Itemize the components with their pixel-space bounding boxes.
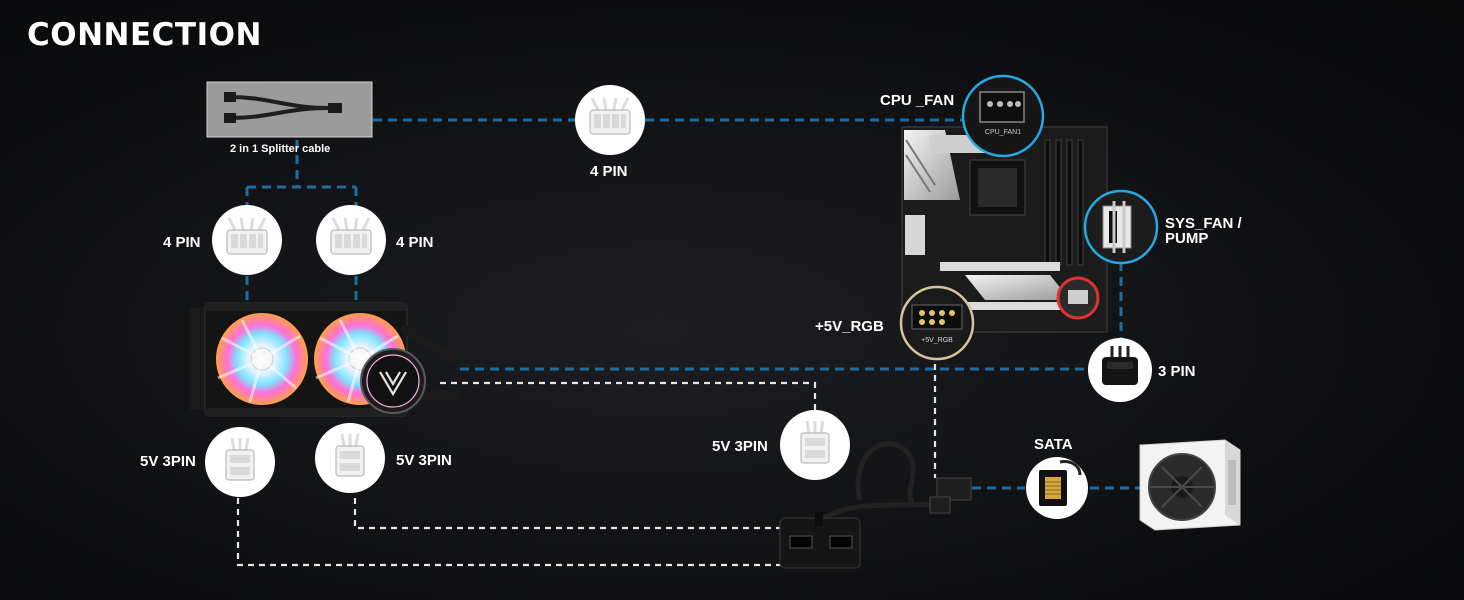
pin4-top-label: 4 PIN: [590, 163, 628, 180]
rgb-hub-image: [779, 441, 972, 569]
v3pin-left-label: 5V 3PIN: [140, 453, 196, 470]
cpu-fan-header-text: CPU_FAN1: [985, 129, 1021, 136]
pin4-right-label: 4 PIN: [396, 234, 434, 251]
rgb-5v-label: +5V_RGB: [815, 318, 884, 335]
cpu-fan-label: CPU _FAN: [880, 92, 955, 109]
cpu-fan-header-callout: CPU_FAN1: [961, 74, 1045, 158]
rgb-header-callout: +5V_RGB: [899, 285, 975, 361]
pin4-left-label: 4 PIN: [163, 234, 201, 251]
v3pin-hub-label: 5V 3PIN: [712, 438, 768, 455]
pin3-label: 3 PIN: [1158, 363, 1196, 380]
argb-3pin-connector-icon: [778, 408, 852, 482]
splitter-cable-image: [206, 81, 373, 138]
sys-fan-label-line2: PUMP: [1165, 230, 1209, 247]
motherboard-image: [901, 126, 1108, 333]
psu-image: [1139, 439, 1241, 531]
3pin-connector-icon: [1088, 338, 1152, 402]
4pin-connector-icon: [210, 203, 284, 277]
splitter-cable-label: 2 in 1 Splitter cable: [230, 143, 331, 155]
sata-connector-icon: [1026, 457, 1088, 519]
sata-label: SATA: [1034, 436, 1073, 453]
rgb-header-text: +5V_RGB: [921, 337, 953, 344]
v3pin-right-label: 5V 3PIN: [396, 452, 452, 469]
aio-cooler-image: [190, 302, 460, 417]
4pin-connector-icon: [314, 203, 388, 277]
argb-3pin-connector-icon: [313, 421, 387, 495]
4pin-connector-icon: [573, 83, 647, 157]
sys-fan-header-callout: [1083, 189, 1159, 265]
sys-fan-pump-label: SYS_FAN / PUMP: [1165, 216, 1242, 246]
white-dashed-lines: [236, 353, 937, 567]
argb-3pin-connector-icon: [203, 425, 277, 499]
sys-fan-label-line1: SYS_FAN /: [1165, 215, 1242, 232]
blue-dashed-lines: [245, 118, 1140, 490]
page-title: CONNECTION: [27, 17, 262, 53]
